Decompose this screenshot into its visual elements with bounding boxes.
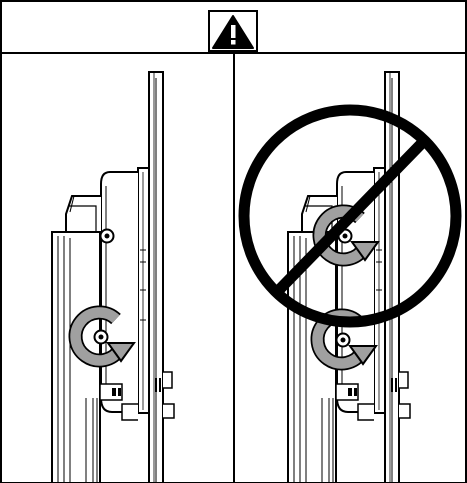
right-panel	[238, 71, 462, 483]
bottom-screw	[93, 329, 109, 345]
top-screw	[99, 228, 115, 244]
bottom-screw	[335, 332, 351, 348]
warning-triangle-icon	[212, 15, 254, 49]
prohibition-icon	[238, 104, 462, 328]
